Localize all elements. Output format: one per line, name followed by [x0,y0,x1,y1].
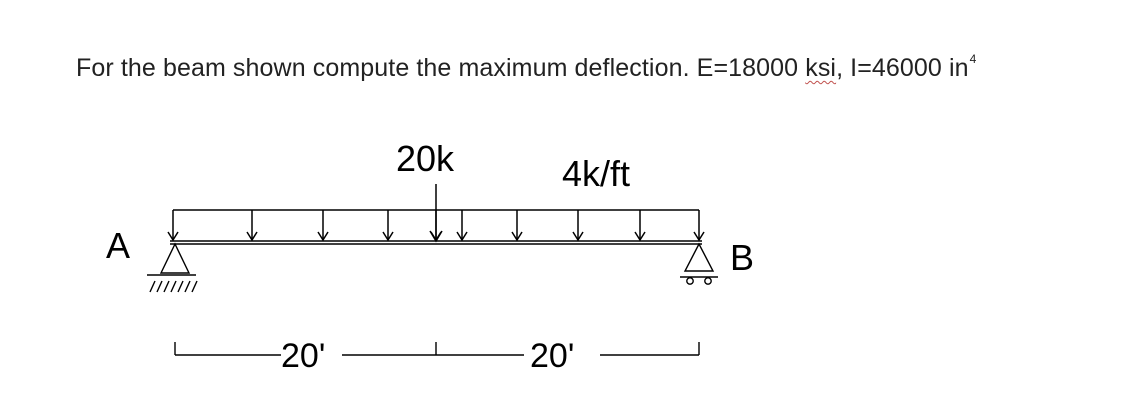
distributed-load-arrow [246,210,258,242]
e-unit: ksi [805,54,837,82]
distributed-load-arrow [167,210,179,242]
distributed-load-arrow [693,210,705,242]
dimension-line [174,342,700,356]
support-a-label: A [106,225,130,266]
pin-support-a [147,242,198,293]
distributed-load-label: 4k/ft [562,153,630,194]
problem-text: For the beam shown compute the maximum d… [76,54,799,82]
distributed-load-arrow [317,210,329,242]
distributed-load-arrows [167,210,705,242]
inertia-text: , I=46000 in [836,54,969,82]
distributed-load-arrow [456,210,468,242]
point-load-label: 20k [396,138,455,179]
problem-statement: For the beam shown compute the maximum d… [76,51,977,83]
roller-support-b [680,242,718,285]
distributed-load-arrow [634,210,646,242]
distributed-load-arrow [382,210,394,242]
beam [170,240,702,245]
right-span-label: 20' [530,337,574,375]
distributed-load-arrow [511,210,523,242]
support-b-label: B [730,237,754,278]
inertia-exponent: 4 [969,51,977,66]
left-span-label: 20' [281,337,325,375]
distributed-load-arrow [572,210,584,242]
